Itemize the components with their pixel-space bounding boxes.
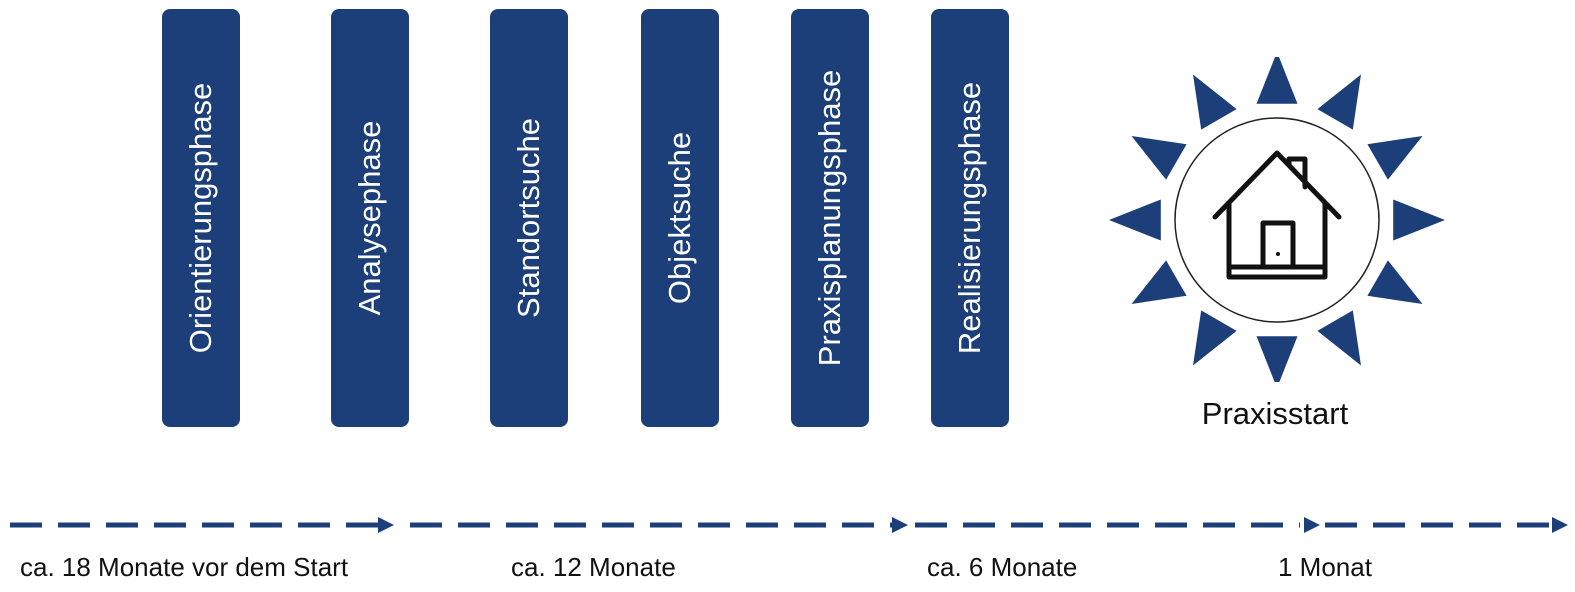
house-icon [1212, 150, 1342, 280]
arrowhead-icon [1552, 517, 1568, 533]
phase-standortsuche: Standortsuche [490, 9, 568, 427]
sun-rays [1109, 57, 1445, 382]
phase-label: Objektsuche [662, 131, 697, 305]
phase-label: Standortsuche [511, 118, 546, 318]
phase-orientierungsphase: Orientierungsphase [162, 9, 240, 427]
timeline-label-6-months: ca. 6 Monate [927, 552, 1078, 582]
sun-ray [1193, 74, 1237, 130]
sun-graphic [1109, 57, 1445, 382]
arrowhead-icon [378, 517, 394, 533]
sun-ray [1367, 260, 1423, 304]
timeline-arrow [10, 517, 1568, 533]
arrowhead-icon [1304, 517, 1320, 533]
sun-ray [1393, 199, 1445, 241]
sun-ray [1131, 260, 1187, 304]
praxisstart-label: Praxisstart [1201, 396, 1349, 431]
phase-label: Realisierungsphase [952, 81, 987, 355]
sun-ray [1109, 199, 1161, 241]
phase-label: Praxisplanungsphase [812, 69, 847, 367]
sun-ray [1367, 136, 1423, 180]
phase-label: Analysephase [352, 120, 387, 316]
phase-praxisplanungsphase: Praxisplanungsphase [791, 9, 869, 427]
phase-label: Orientierungsphase [183, 82, 218, 354]
sun-ray [1256, 336, 1298, 382]
phase-analysephase: Analysephase [331, 9, 409, 427]
sun-ray [1317, 310, 1361, 366]
phase-objektsuche: Objektsuche [641, 9, 719, 427]
sun-ray [1256, 57, 1298, 104]
phase-realisierungsphase: Realisierungsphase [931, 9, 1009, 427]
sun-ray [1317, 74, 1361, 130]
sun-center-circle [1174, 117, 1380, 323]
timeline-label-18-months: ca. 18 Monate vor dem Start [20, 552, 349, 582]
sun-ray [1131, 136, 1187, 180]
timeline-label-1-month: 1 Monat [1278, 552, 1372, 582]
sun-ray [1193, 310, 1237, 366]
timeline-label-12-months: ca. 12 Monate [511, 552, 676, 582]
arrowhead-icon [892, 517, 908, 533]
